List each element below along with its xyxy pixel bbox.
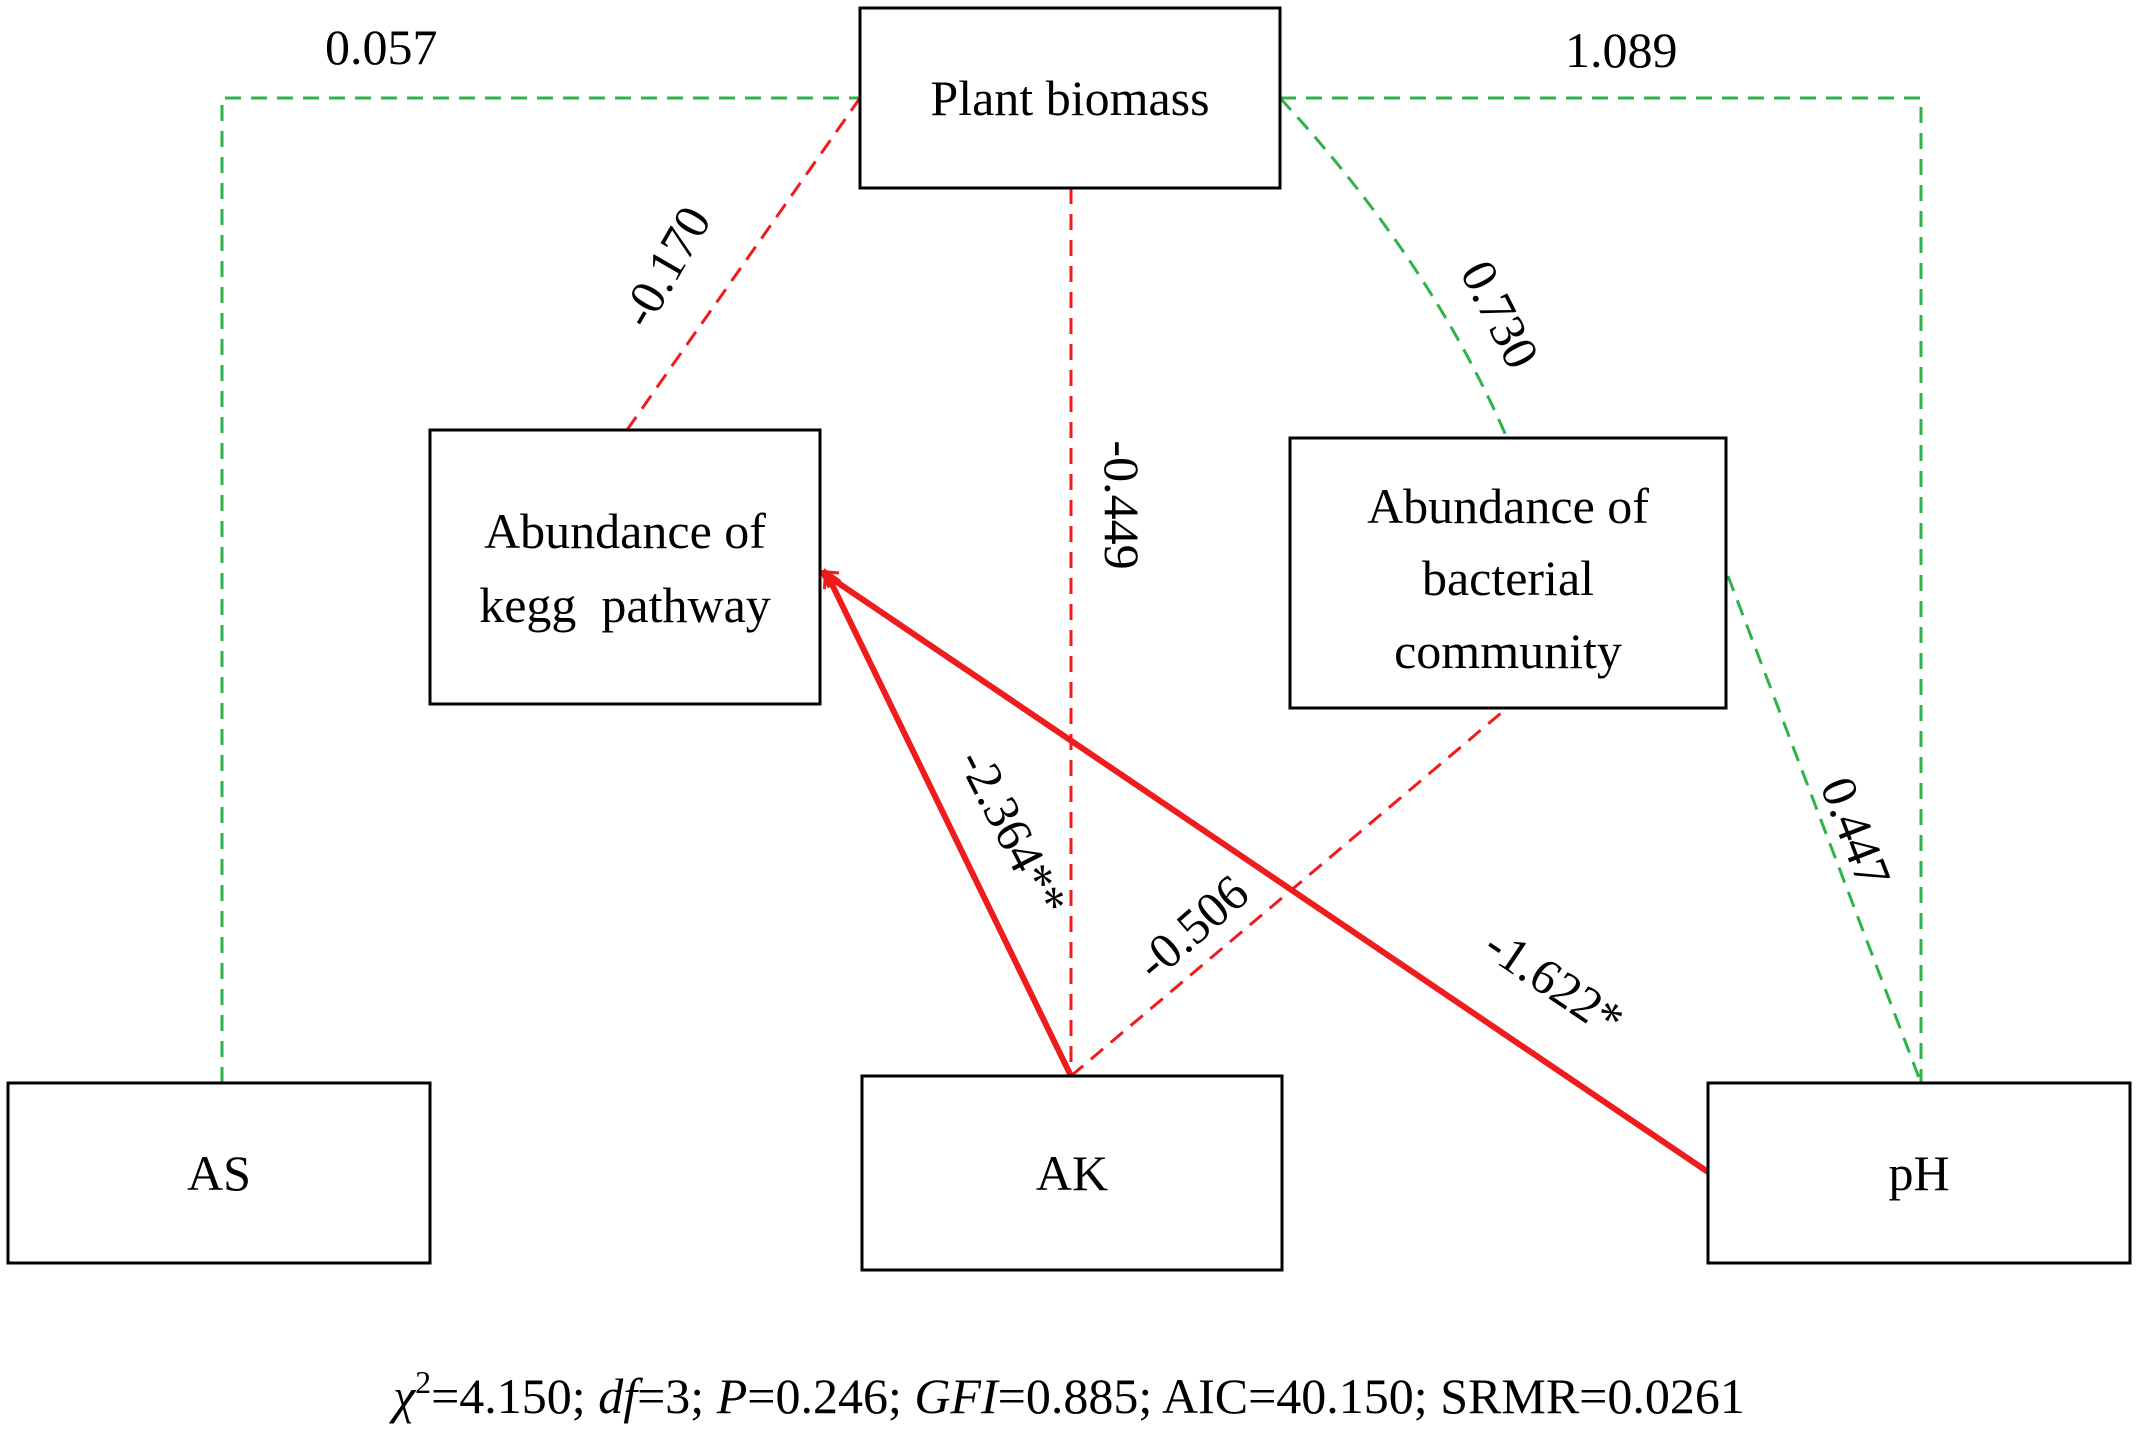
fit-chi-value: =4.150;: [431, 1368, 598, 1424]
path-ph-plant: [1280, 96, 1923, 1083]
path-ak-bacterial: [1070, 706, 1508, 1078]
arrow-ak-kegg: [822, 568, 1074, 1078]
node-ph: pH: [1706, 1081, 2132, 1265]
arrow-ph-kegg: [818, 569, 1710, 1175]
node-bacterial-label-line3: community: [1394, 623, 1622, 679]
coef-as-plant: 0.057: [325, 19, 438, 75]
fit-gfi-value: =0.885;: [998, 1368, 1162, 1424]
fit-p-label: P: [716, 1368, 748, 1424]
node-as-label: AS: [187, 1145, 251, 1201]
node-bacterial-label-line1: Abundance of: [1367, 478, 1649, 534]
fit-p-value: =0.246;: [747, 1368, 914, 1424]
fit-gfi-label: GFI: [914, 1368, 1000, 1424]
node-ak-label: AK: [1036, 1145, 1108, 1201]
node-ph-label: pH: [1888, 1145, 1949, 1201]
node-kegg-label-line2: kegg pathway: [479, 577, 771, 633]
coef-kegg-plant: -0.170: [609, 197, 722, 337]
node-kegg-pathway: Abundance of kegg pathway: [428, 428, 822, 706]
coef-ak-plant: -0.449: [1094, 440, 1150, 569]
node-as: AS: [6, 1081, 432, 1265]
coef-ph-plant: 1.089: [1565, 22, 1678, 78]
model-fit-stats: χ2=4.150; df=3; P=0.246; GFI=0.885; AIC=…: [389, 1364, 1745, 1424]
fit-rest: AIC=40.150; SRMR=0.0261: [1162, 1368, 1745, 1424]
coef-bacterial-plant: 0.730: [1450, 251, 1551, 377]
path-ph-bacterial: [1726, 575, 1923, 1084]
fit-df-label: df: [598, 1368, 643, 1424]
node-kegg-label-line1: Abundance of: [484, 503, 766, 559]
node-plant-biomass: Plant biomass: [858, 6, 1282, 190]
node-bacterial-label-line2: bacterial: [1422, 550, 1594, 606]
fit-df-value: =3;: [637, 1368, 717, 1424]
path-as-plant: [220, 96, 860, 1083]
node-ak: AK: [860, 1074, 1284, 1272]
coef-ak-bacterial: -0.506: [1125, 864, 1259, 991]
coef-ph-bacterial: 0.447: [1810, 769, 1903, 894]
node-plant-biomass-label: Plant biomass: [930, 70, 1209, 126]
fit-chi-symbol: χ: [389, 1368, 417, 1424]
fit-chi-sup: 2: [415, 1364, 431, 1400]
node-bacterial-community: Abundance of bacterial community: [1288, 436, 1728, 710]
coef-ak-kegg: -2.364**: [948, 740, 1079, 925]
path-kegg-plant: [625, 97, 862, 431]
path-bacterial-plant: [1278, 96, 1509, 439]
